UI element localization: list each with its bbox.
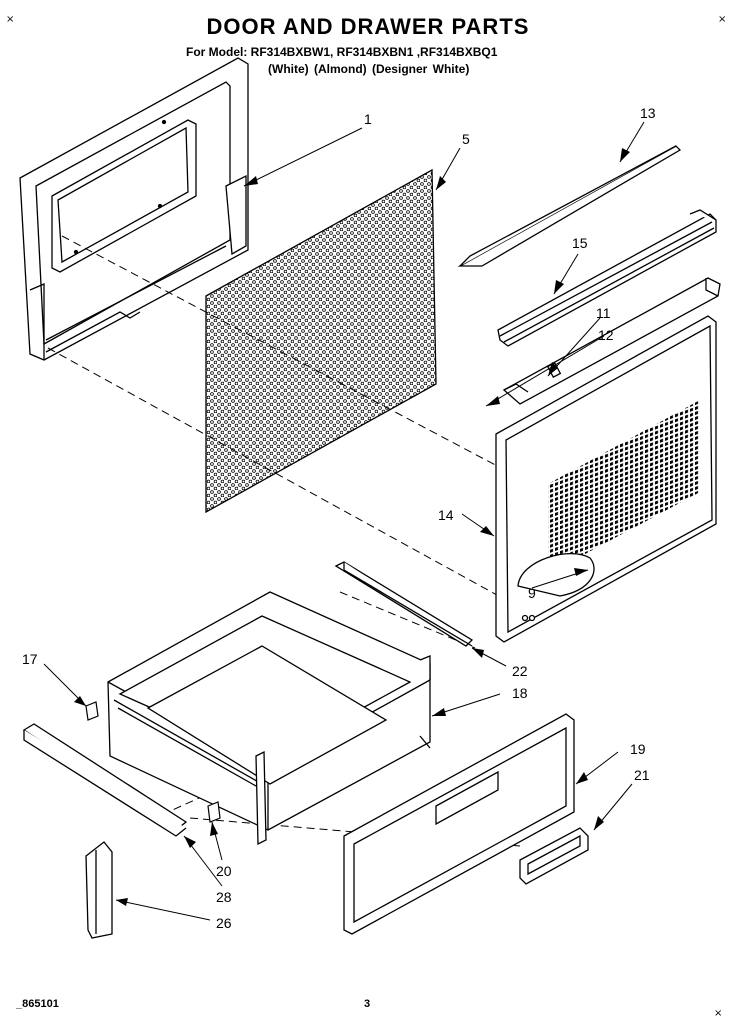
callout-21: 21 <box>634 767 650 783</box>
callout-26: 26 <box>216 915 232 931</box>
callout-17: 17 <box>22 651 38 667</box>
insulation-panel <box>205 168 437 514</box>
drawer-slide <box>22 723 267 846</box>
color-variants: (White) (Almond) (Designer White) <box>268 62 470 76</box>
callout-9: 9 <box>528 585 536 601</box>
diagram-title: DOOR AND DRAWER PARTS <box>206 14 530 39</box>
drawer-handle <box>519 827 589 885</box>
callout-19: 19 <box>630 741 646 757</box>
callout-20: 20 <box>216 863 232 879</box>
corner-mark-bottom-right: × <box>714 1008 723 1019</box>
door-top-trim <box>457 145 682 267</box>
outer-door-panel <box>495 315 717 643</box>
callout-labels: 1 5 13 15 11 12 14 9 17 22 18 19 21 20 2… <box>22 105 656 931</box>
diagram-code: _865101 <box>16 998 59 1010</box>
model-numbers: For Model: RF314BXBW1, RF314BXBN1 ,RF314… <box>186 45 498 59</box>
drawer-body <box>107 591 431 831</box>
callout-15: 15 <box>572 235 588 251</box>
callout-14: 14 <box>438 507 454 523</box>
callout-5: 5 <box>462 131 470 147</box>
corner-mark-top-left: × <box>6 14 15 25</box>
callout-22: 22 <box>512 663 528 679</box>
callout-28: 28 <box>216 889 232 905</box>
callout-11: 11 <box>596 305 611 321</box>
callout-18: 18 <box>512 685 528 701</box>
drawer-rail <box>334 561 474 647</box>
callout-1: 1 <box>364 111 372 127</box>
end-cap <box>85 841 113 939</box>
vent-trim <box>497 209 717 347</box>
drawer-front-panel <box>343 713 575 935</box>
glide-clips <box>85 701 221 823</box>
callout-12: 12 <box>598 327 614 343</box>
corner-mark-top-right: × <box>718 14 727 25</box>
callout-13: 13 <box>640 105 656 121</box>
page-number: 3 <box>364 998 371 1010</box>
inner-door-frame <box>19 57 249 361</box>
leader-arrowheads <box>74 148 630 906</box>
